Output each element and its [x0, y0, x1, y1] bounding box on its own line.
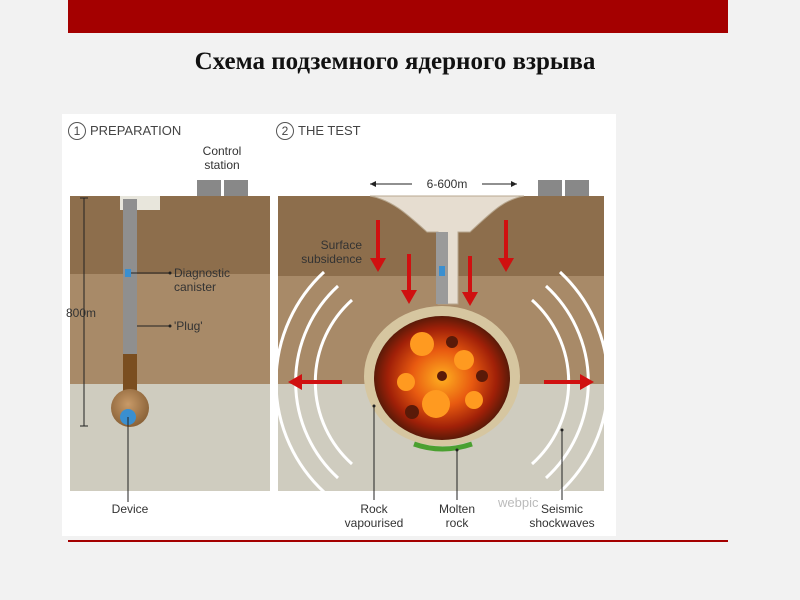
- step-1-number: 1: [68, 122, 86, 140]
- canister-icon: [125, 269, 131, 277]
- step-2-heading: 2 THE TEST: [276, 122, 361, 140]
- label-seismic-shockwaves: Seismic shockwaves: [529, 502, 595, 530]
- control-station-building: [224, 180, 248, 196]
- control-station-building: [565, 180, 589, 196]
- shaft-lower: [123, 354, 137, 394]
- label-surface-subsidence: Surface subsidence: [301, 238, 362, 266]
- top-accent-bar: [68, 0, 728, 33]
- label-diagnostic-canister: Diagnostic canister: [174, 266, 231, 294]
- canister-icon: [439, 266, 445, 276]
- label-device: Device: [111, 502, 149, 516]
- panel1-ground: [70, 196, 270, 491]
- fire-dark: [405, 336, 488, 419]
- depth-dimension: [80, 197, 88, 427]
- watermark: webpic: [498, 495, 539, 510]
- panel2-leaders: [373, 406, 563, 500]
- step-2-title: THE TEST: [298, 123, 361, 138]
- control-station-building: [538, 180, 562, 196]
- diagram-panel: 1 PREPARATION 2 THE TEST Control station 8…: [62, 114, 616, 536]
- label-molten-rock: Molten rock: [438, 502, 476, 530]
- red-arrows: [288, 220, 594, 390]
- label-width: 6-600m: [426, 177, 468, 191]
- molten-rock: [413, 441, 473, 452]
- step-1-heading: 1 PREPARATION: [68, 122, 181, 140]
- step-2-number: 2: [276, 122, 294, 140]
- label-control-station: Control station: [202, 144, 242, 172]
- label-plug: 'Plug': [174, 319, 203, 333]
- slide-title: Схема подземного ядерного взрыва: [194, 48, 596, 75]
- panel1-leaders: [127, 272, 170, 502]
- label-rock-vapourised: Rock vapourised: [344, 502, 404, 530]
- diagram-svg: [70, 180, 610, 502]
- label-depth: 800m: [66, 306, 97, 320]
- fire-blobs: [397, 332, 483, 418]
- control-station-building: [197, 180, 221, 196]
- bottom-accent-line: [68, 540, 728, 542]
- step-1-title: PREPARATION: [90, 123, 182, 138]
